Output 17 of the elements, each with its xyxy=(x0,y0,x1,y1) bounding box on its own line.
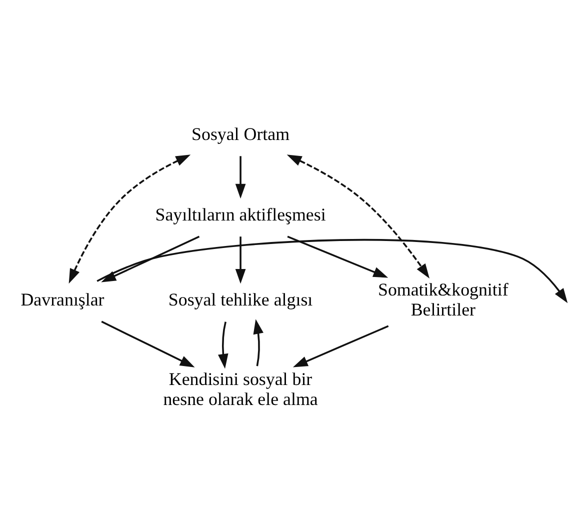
node-text: Davranışlar xyxy=(20,289,104,310)
arrow xyxy=(253,318,264,366)
arrow xyxy=(68,154,191,284)
arrow xyxy=(96,238,568,303)
arrow xyxy=(101,235,200,282)
arrow xyxy=(292,324,389,367)
node-text: Sosyal tehlike algısı xyxy=(168,289,313,310)
node-text: Sayıltıların aktifleşmesi xyxy=(155,204,326,224)
node-text: Sosyal Ortam xyxy=(192,123,290,144)
arrow xyxy=(286,154,430,278)
arrow xyxy=(101,320,195,367)
arrow xyxy=(235,236,246,284)
arrow xyxy=(287,235,388,278)
arrow xyxy=(218,321,228,368)
node-text: Somatik&kognitif Belirtiler xyxy=(378,279,508,320)
node-text: Kendisini sosyal bir nesne olarak ele alma xyxy=(163,368,318,409)
arrow xyxy=(235,156,246,198)
